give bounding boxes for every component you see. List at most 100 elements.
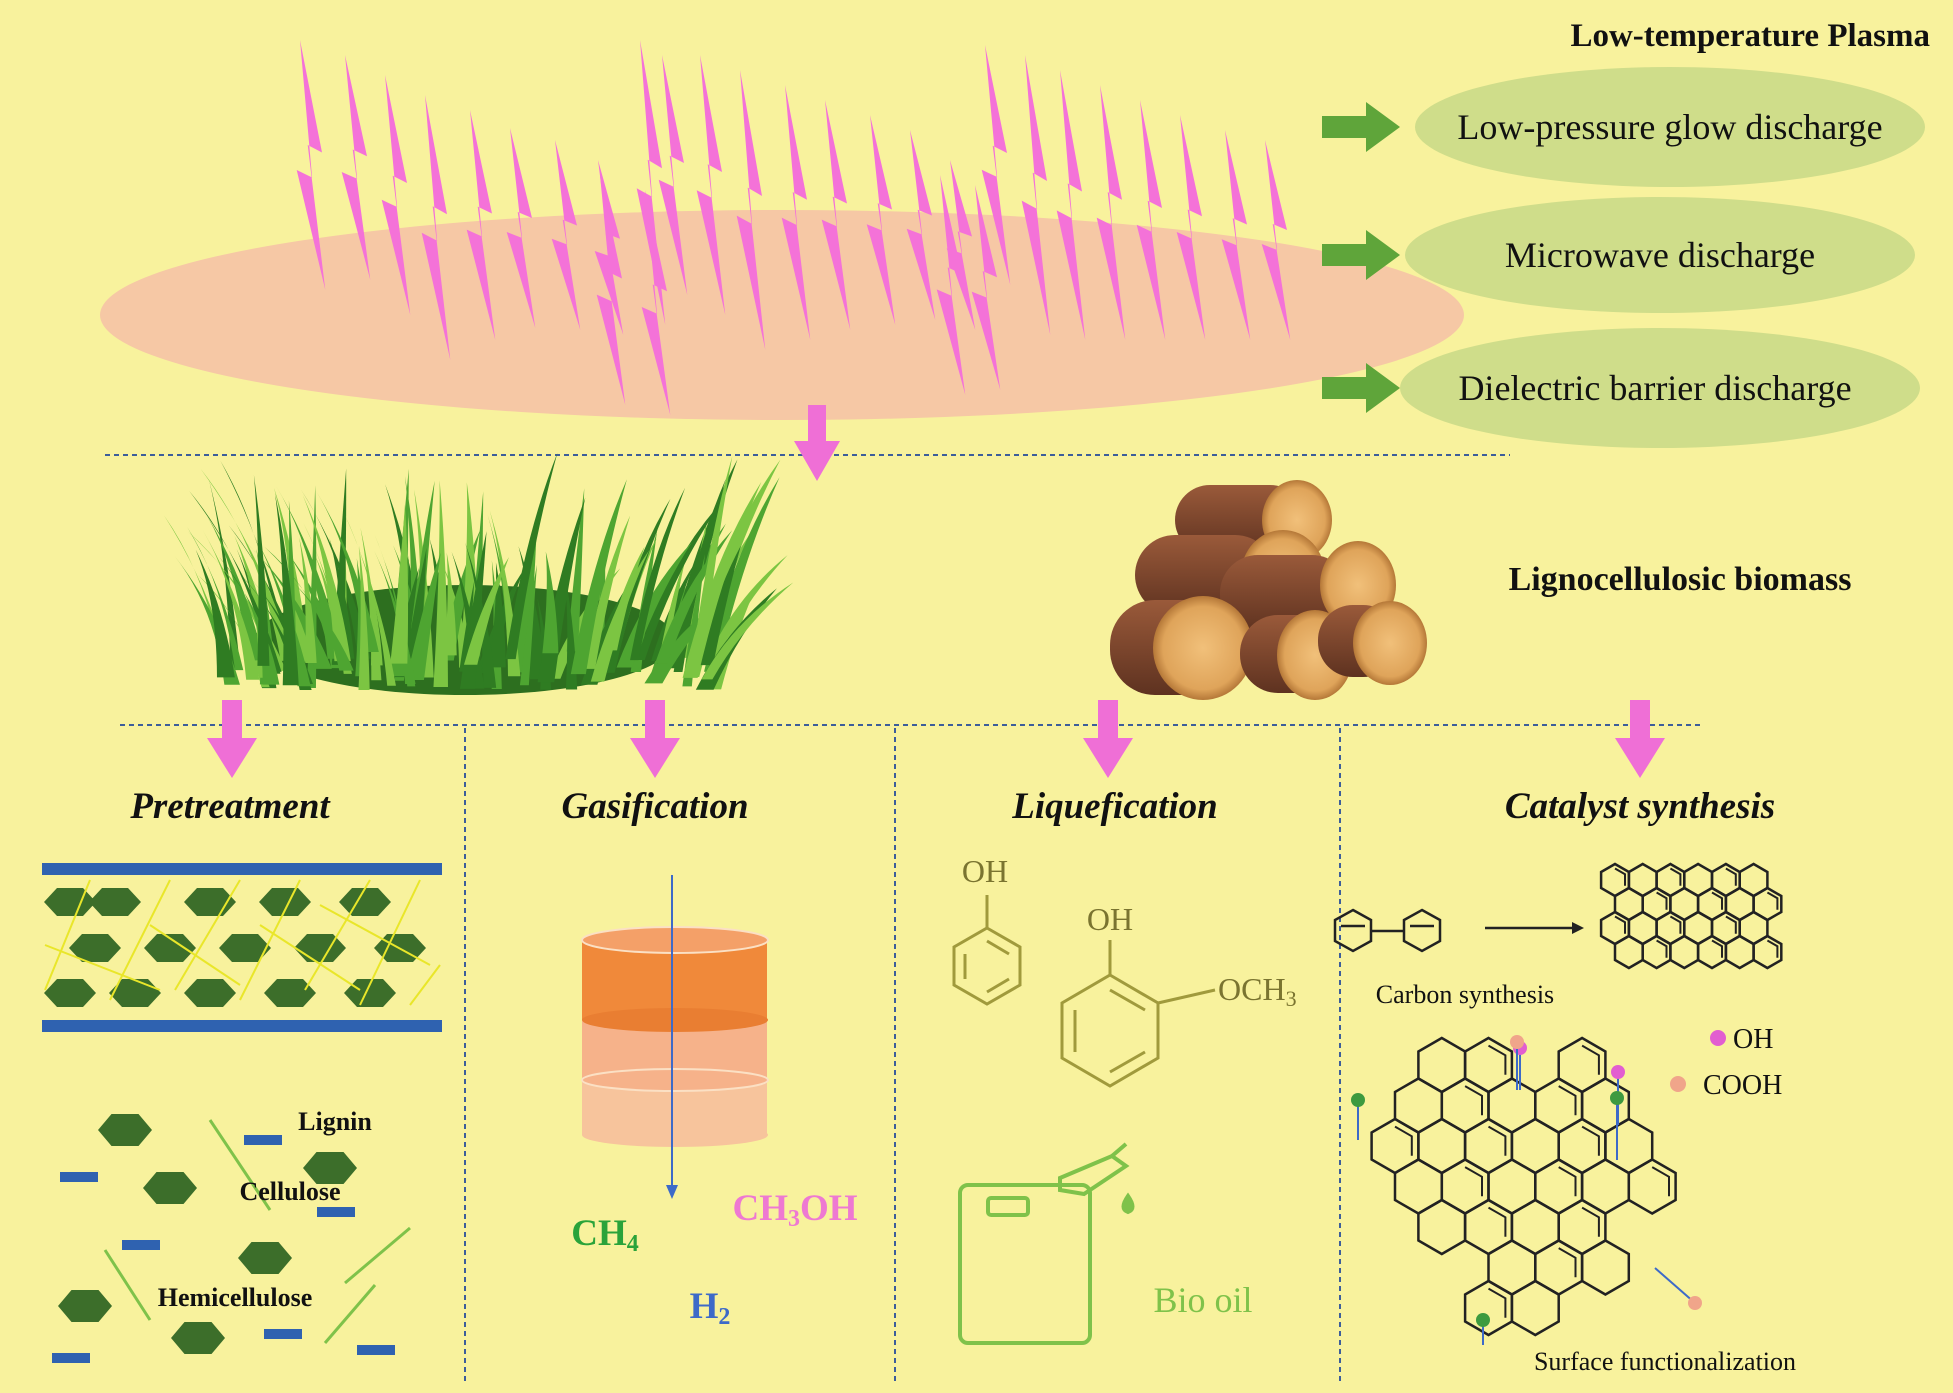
cellulose-hex-icon xyxy=(303,1152,357,1184)
lignin-strand xyxy=(44,879,91,991)
cellulose-hex-icon xyxy=(89,888,141,916)
green-arrow-icon xyxy=(1322,363,1400,413)
grass-blade xyxy=(274,493,299,686)
carbon-synthesis-label: Carbon synthesis xyxy=(1376,980,1554,1009)
double-bond xyxy=(1581,1206,1600,1237)
section-title-pretreatment: Pretreatment xyxy=(129,786,331,827)
separated-components xyxy=(52,1114,411,1363)
carbon-ring xyxy=(1613,934,1644,970)
discharge-item-microwave: Microwave discharge xyxy=(1322,197,1915,313)
lignin-strand xyxy=(259,924,361,991)
lightning-bolt-icon xyxy=(341,55,371,280)
surface-functionalization-label: Surface functionalization xyxy=(1534,1347,1796,1376)
grass-blade xyxy=(206,515,264,661)
discharge-item-glow: Low-pressure glow discharge xyxy=(1322,67,1925,187)
double-bond xyxy=(1766,939,1779,958)
surface-group-dot-icon xyxy=(1476,1313,1490,1327)
green-arrow-icon xyxy=(1322,102,1400,152)
lightning-bolt-icon xyxy=(466,110,496,340)
double-bond xyxy=(1614,915,1626,934)
cooh-dot-icon xyxy=(1670,1076,1686,1092)
double-bond xyxy=(1725,867,1737,886)
lignin-strand xyxy=(304,879,371,991)
grass-image xyxy=(163,452,794,695)
grass-blade xyxy=(655,530,733,664)
double-bond xyxy=(1488,1206,1507,1237)
hemicellulose-bar-icon xyxy=(264,1329,302,1339)
guaiacol-och3-label: OCH3 xyxy=(1218,971,1297,1011)
lightning-bolt-icon xyxy=(381,75,411,315)
lignin-strand xyxy=(174,879,241,991)
grass-blade xyxy=(275,485,343,659)
lignin-strand xyxy=(149,924,241,986)
double-bond xyxy=(1464,1166,1483,1197)
down-arrow-icon xyxy=(1083,700,1133,778)
grass-blade xyxy=(570,479,627,675)
double-bond xyxy=(1581,1044,1600,1075)
legend-oh-label: OH xyxy=(1733,1024,1773,1055)
lignin-strand xyxy=(103,1249,152,1321)
cellulose-hex-icon xyxy=(44,888,96,916)
cellulose-label: Cellulose xyxy=(239,1177,340,1206)
grass-blade xyxy=(459,531,487,689)
biomass-fiber-structure xyxy=(42,863,442,1032)
discharge-label: Dielectric barrier discharge xyxy=(1458,368,1851,408)
graphene-sheet-structure xyxy=(1599,862,1783,970)
cellulose-hex-icon xyxy=(264,979,316,1007)
grass-blade xyxy=(253,475,270,666)
hemicellulose-label: Hemicellulose xyxy=(158,1283,313,1312)
cellulose-hex-icon xyxy=(184,888,236,916)
double-bond xyxy=(1656,891,1668,910)
grass-blade xyxy=(605,498,671,673)
grass-blade xyxy=(202,530,260,680)
hemicellulose-bar-icon xyxy=(244,1135,282,1145)
grass-blade xyxy=(283,572,354,671)
grass-blade xyxy=(459,581,475,672)
bio-oil-label: Bio oil xyxy=(1153,1280,1252,1320)
grass-blade xyxy=(406,552,441,681)
cellulose-hex-icon xyxy=(339,888,391,916)
cellulose-hex-icon xyxy=(259,888,311,916)
double-bond xyxy=(1766,891,1779,910)
double-bond xyxy=(1558,1247,1577,1278)
logs-image xyxy=(1110,480,1427,700)
cellulose-hex-icon xyxy=(144,934,196,962)
lignin-strand xyxy=(323,1284,377,1344)
grass-blade xyxy=(692,456,733,659)
double-bond xyxy=(1669,867,1682,886)
legend-cooh: COOH xyxy=(1670,1070,1782,1101)
down-arrow-icon xyxy=(1615,700,1665,778)
lightning-bolts xyxy=(296,40,1291,415)
biphenyl-structure xyxy=(1333,908,1442,953)
plasma-disc xyxy=(100,210,1464,420)
cellulose-hex-icon xyxy=(238,1242,292,1274)
grass-blade xyxy=(358,545,370,690)
cellulose-hex-icon xyxy=(171,1322,225,1354)
gasifier-reactor xyxy=(581,875,769,1199)
cooh-group-dot-icon xyxy=(1688,1296,1702,1310)
cellulose-hex-icon xyxy=(344,979,396,1007)
double-bond xyxy=(1558,1085,1577,1116)
grass-blade xyxy=(344,513,396,686)
double-bond xyxy=(1558,1166,1577,1197)
grass-blade xyxy=(200,468,295,661)
grass-blade xyxy=(329,538,355,659)
cellulose-hex-icon xyxy=(44,979,96,1007)
oh-dot-icon xyxy=(1710,1030,1726,1046)
carbon-ring xyxy=(1510,1279,1560,1337)
lignin-strand xyxy=(109,879,171,1001)
grass-blade xyxy=(542,551,559,654)
lignin-strand xyxy=(208,1119,272,1211)
grass-blade xyxy=(366,567,383,666)
grass-blade xyxy=(489,562,506,668)
lignin-label: Lignin xyxy=(298,1107,372,1136)
cellulose-hex-icon xyxy=(143,1172,197,1204)
grass-blade xyxy=(505,452,558,660)
cellulose-hex-icon xyxy=(98,1114,152,1146)
cellulose-hex-icon xyxy=(109,979,161,1007)
ch3oh-label: CH3OH xyxy=(732,1188,857,1232)
hemicellulose-bar-icon xyxy=(122,1240,160,1250)
discharge-ellipse xyxy=(1405,197,1915,313)
surface-group-dot-icon xyxy=(1610,1091,1624,1105)
